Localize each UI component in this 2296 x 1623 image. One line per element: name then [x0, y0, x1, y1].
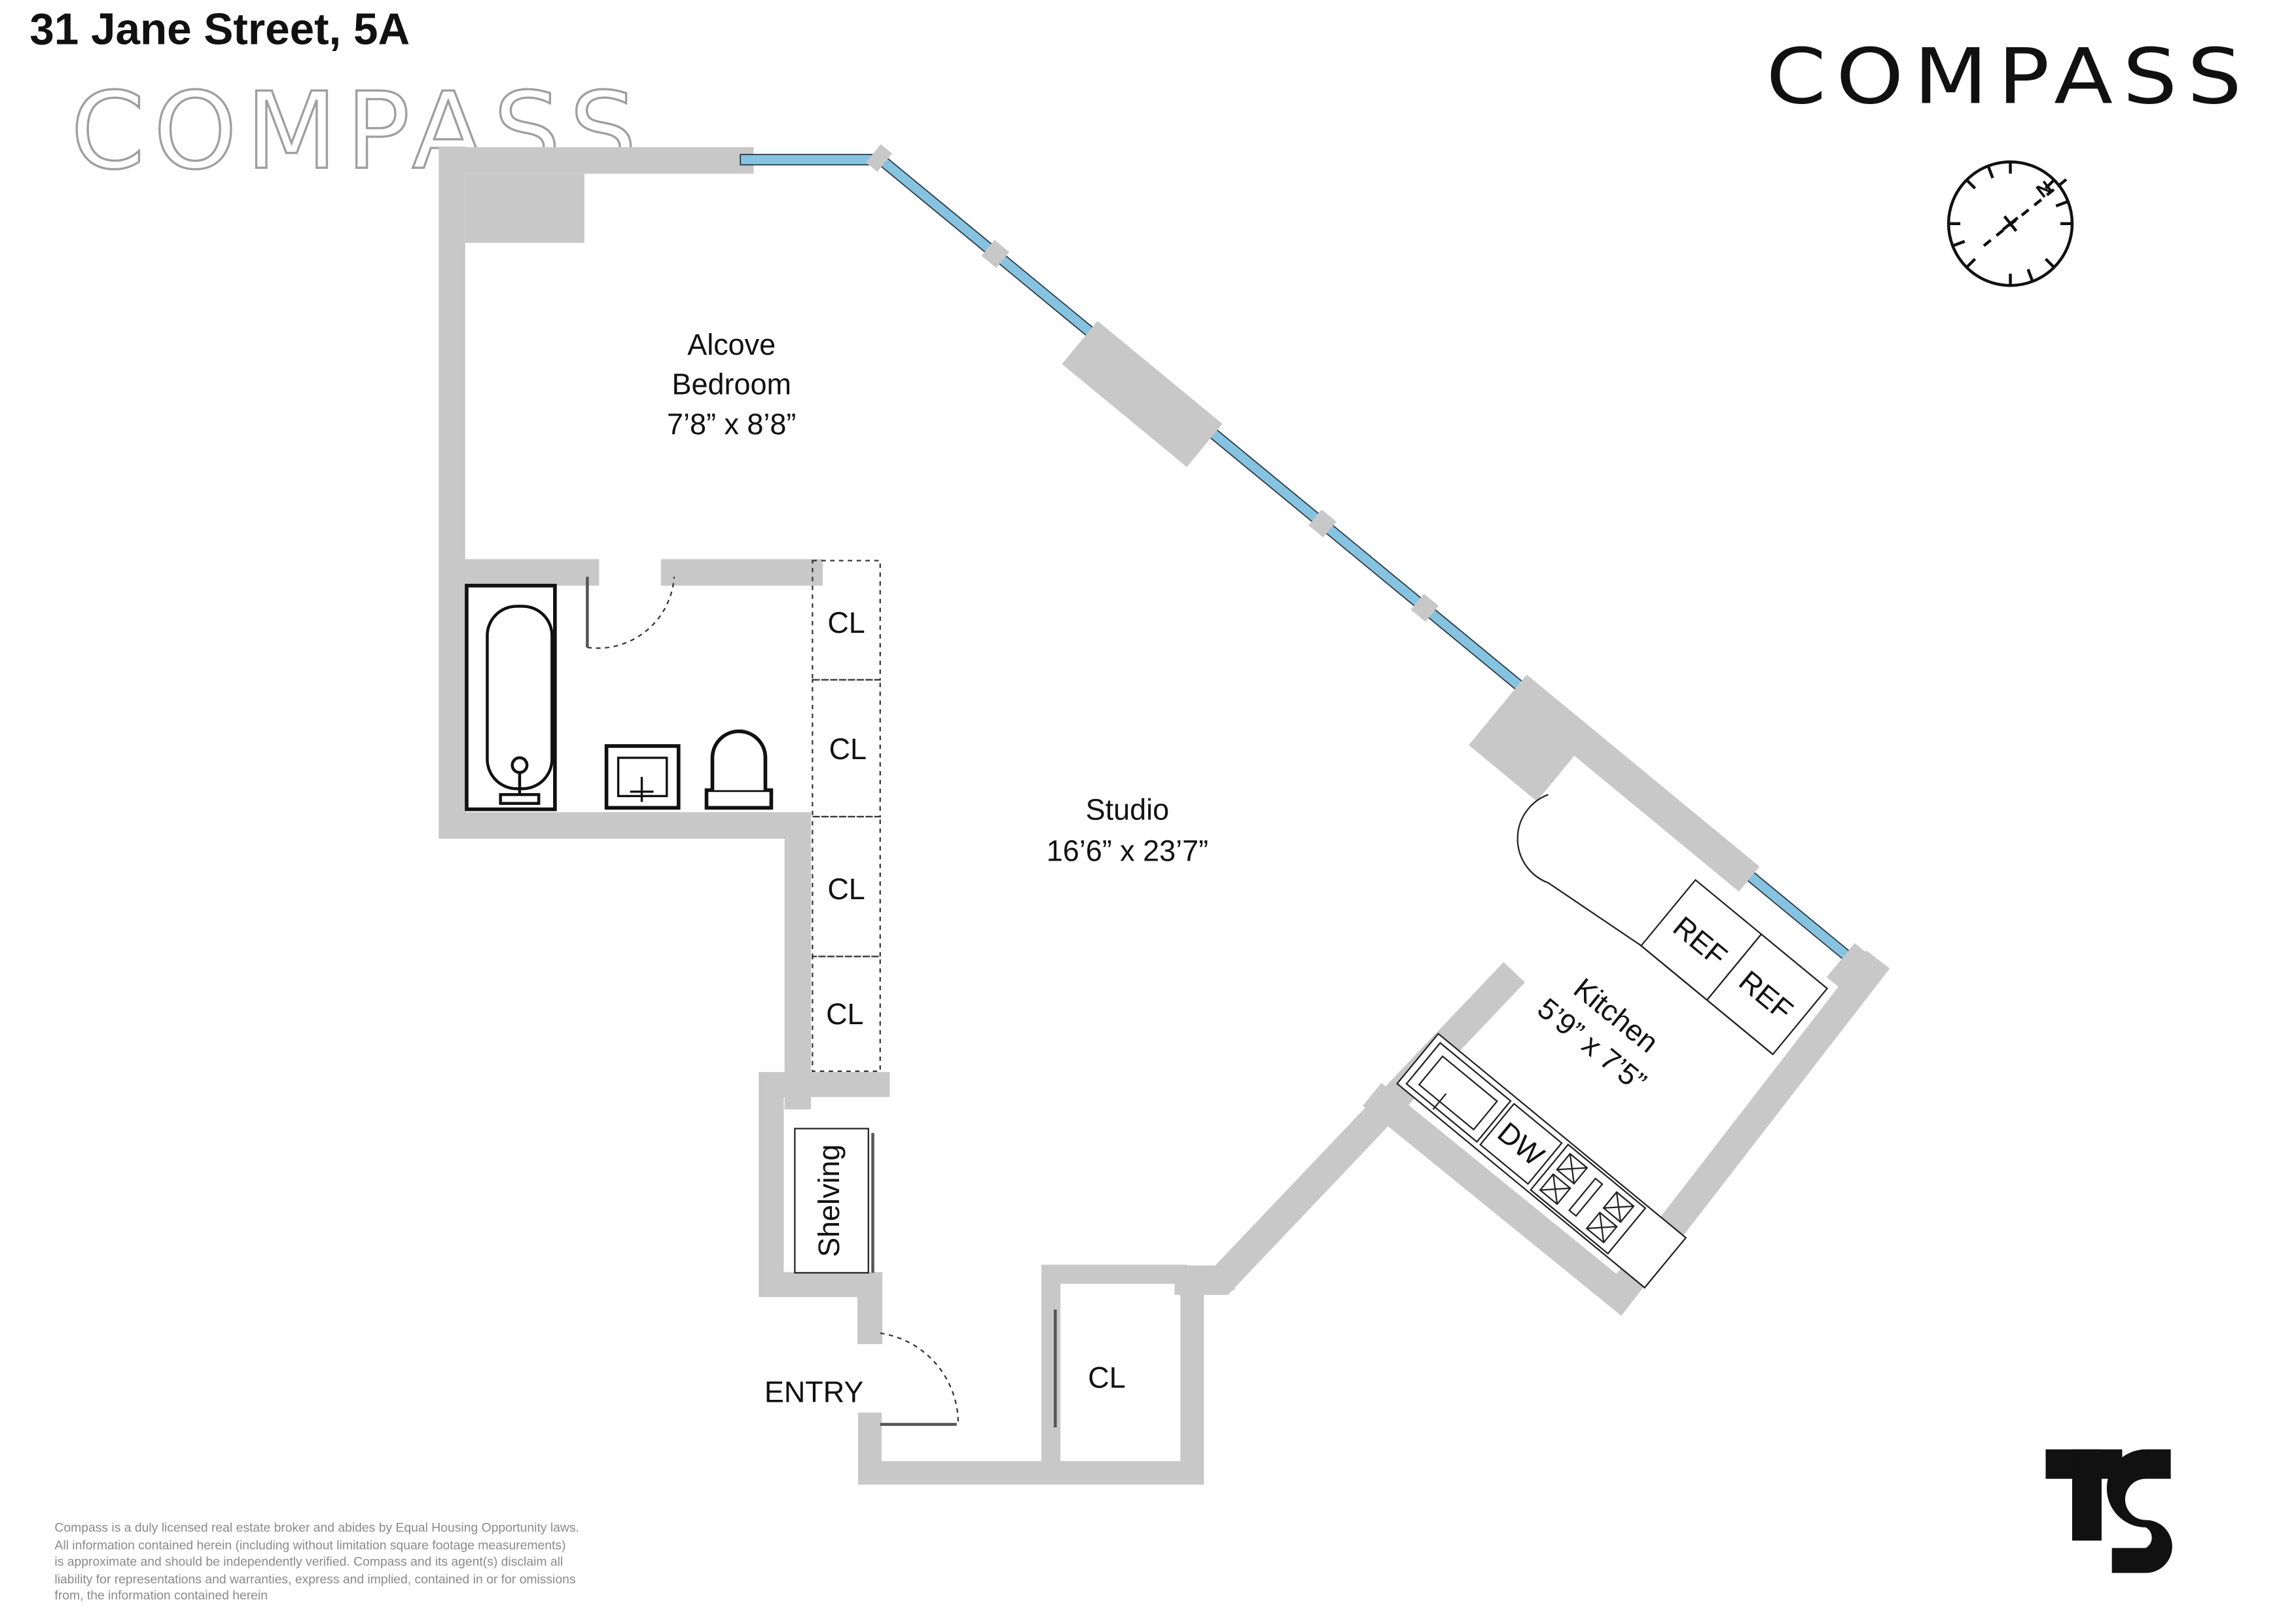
stove-icon — [1530, 1143, 1647, 1255]
sink-icon — [604, 744, 681, 810]
svg-text:is approximate and should be i: is approximate and should be independent… — [54, 1555, 563, 1569]
closet-label: CL — [826, 997, 863, 1031]
toilet-icon — [704, 729, 774, 810]
svg-text:liability for representations: liability for representations and warran… — [54, 1573, 575, 1586]
page-title: 31 Jane Street, 5A — [29, 5, 410, 54]
svg-text:Shelving: Shelving — [812, 1144, 846, 1257]
svg-text:7’8” x 8’8”: 7’8” x 8’8” — [667, 407, 796, 440]
kitchen-sink-icon — [1405, 1042, 1512, 1143]
dishwasher — [1479, 1102, 1563, 1185]
refrigerators: REF REF — [1638, 878, 1829, 1056]
svg-text:Bedroom: Bedroom — [672, 368, 791, 401]
svg-text:COMPASS: COMPASS — [1766, 31, 2251, 121]
closet-label: CL — [1088, 1361, 1125, 1394]
kitchen-counter: DW — [1396, 1032, 1687, 1289]
closets: CL CL CL CL — [812, 560, 881, 1072]
shelving: Shelving — [794, 1128, 874, 1274]
disclaimer: Compass is a duly licensed real estate b… — [54, 1522, 579, 1603]
window — [740, 154, 881, 166]
bathtub-icon — [465, 584, 557, 812]
north-arrow-icon: N — [1946, 160, 2074, 287]
room-studio: Studio 16’6” x 23’7” — [1047, 793, 1208, 867]
svg-text:from, the information containe: from, the information contained herein — [54, 1589, 268, 1603]
entry-closet: CL — [1054, 1310, 1126, 1427]
svg-text:Alcove: Alcove — [687, 328, 776, 361]
bathroom — [465, 577, 774, 812]
entry-label: ENTRY — [764, 1376, 864, 1409]
svg-text:Studio: Studio — [1086, 793, 1169, 826]
closet-label: CL — [827, 606, 865, 639]
entry-door: ENTRY — [764, 1332, 960, 1426]
room-alcove-bedroom: Alcove Bedroom 7’8” x 8’8” — [667, 328, 796, 440]
ts-logo — [2045, 1449, 2172, 1573]
room-kitchen: Kitchen 5’9” x 7’5” — [1532, 971, 1665, 1098]
counter-peninsula — [1516, 794, 1653, 954]
closet-label: CL — [829, 732, 867, 766]
compass-watermark: COMPASS — [71, 70, 645, 193]
svg-text:Compass is a duly licensed rea: Compass is a duly licensed real estate b… — [54, 1522, 579, 1535]
closet-label: CL — [827, 872, 865, 906]
svg-text:16’6” x 23’7”: 16’6” x 23’7” — [1047, 834, 1208, 867]
exterior-window-wall — [865, 144, 1880, 998]
compass-logo: COMPASS — [1766, 31, 2251, 121]
svg-text:All information contained here: All information contained herein (includ… — [54, 1539, 565, 1553]
